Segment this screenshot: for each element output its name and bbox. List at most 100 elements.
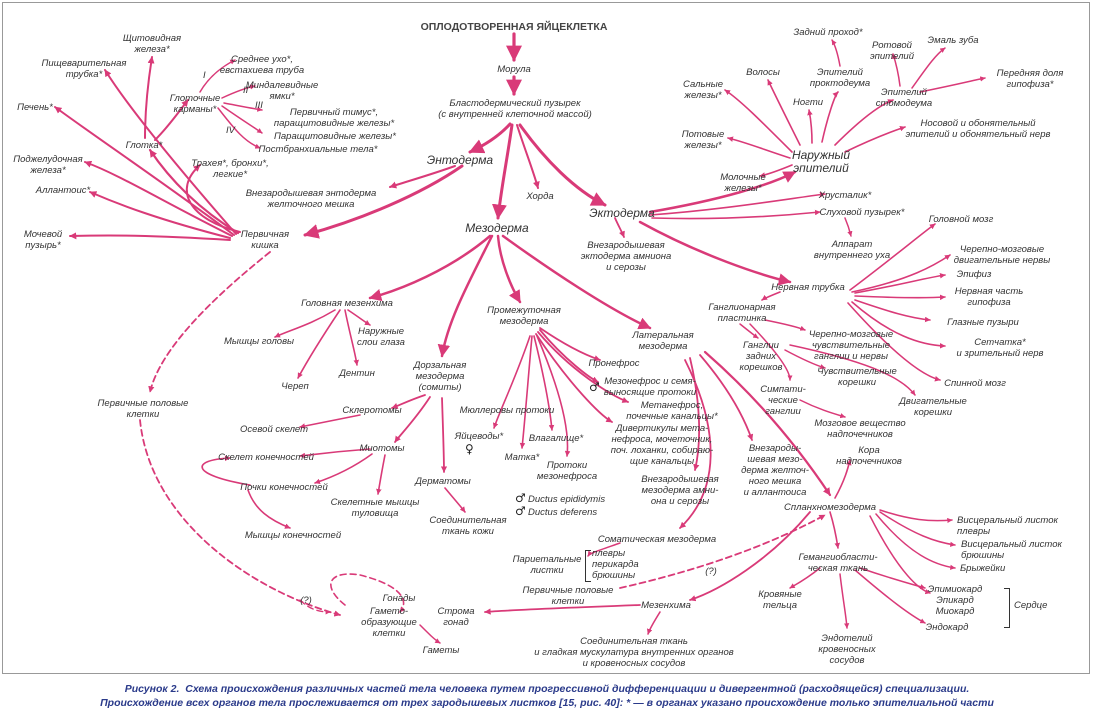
node-endothelium: Эндотелий кровеносных сосудов bbox=[818, 633, 876, 666]
edge-stomod-oral bbox=[892, 53, 901, 87]
node-connective-tissue: Соединительная ткань и гладкая мускулату… bbox=[534, 636, 734, 669]
edge-gut-bladder bbox=[69, 232, 231, 241]
node-retina: Сетчатка* и зрительный нерв bbox=[956, 337, 1044, 359]
edge-q-loop-dashed bbox=[330, 573, 406, 613]
node-mesenchyme: Мезенхима bbox=[641, 600, 691, 611]
edge-blasto-mesoderm bbox=[491, 123, 514, 220]
node-outer-epithelium: Наружный эпителий bbox=[791, 148, 851, 175]
edge-pouch-parathy bbox=[221, 105, 263, 134]
female-symbol-oviducts: ♀ bbox=[465, 442, 474, 456]
node-zygote: ОПЛОДОТВОРЕННАЯ ЯЙЦЕКЛЕТКА bbox=[420, 21, 608, 33]
edge-somatic-parietal bbox=[587, 542, 621, 557]
node-medulla: Мозговое вещество надпочечников bbox=[814, 418, 906, 440]
edge-neural-cranial bbox=[851, 254, 951, 293]
node-dermis: Соединительная ткань кожи bbox=[429, 515, 507, 537]
edge-limbbuds-limbmus bbox=[247, 489, 291, 529]
node-splanchnomesoderm: Спланхномезодерма bbox=[783, 502, 877, 513]
node-vagina: Влагалище* bbox=[528, 433, 584, 444]
edge-inter-metaneph bbox=[537, 331, 629, 403]
node-parietal-layers: Париетальные листки bbox=[512, 554, 582, 576]
edge-splanch-hemang bbox=[829, 511, 841, 549]
edge-outer-procto bbox=[821, 91, 839, 143]
node-sebaceous: Сальные железы* bbox=[683, 79, 723, 101]
node-axial-skeleton: Осевой скелет bbox=[239, 424, 309, 435]
edge-pgc-bottom-dashed bbox=[619, 514, 826, 589]
edge-derm-dermis bbox=[444, 487, 466, 513]
edge-gut-pancreas bbox=[84, 160, 233, 237]
node-chorda: Хорда bbox=[526, 191, 554, 202]
roman-3: III bbox=[255, 100, 263, 111]
node-endoderm: Энтодерма bbox=[426, 153, 494, 167]
node-dentin: Дентин bbox=[339, 368, 375, 379]
node-nails: Ногти bbox=[792, 97, 824, 108]
node-pharynx: Глотка* bbox=[125, 140, 163, 151]
node-hair: Волосы bbox=[746, 67, 780, 78]
edge-gang-sympath bbox=[749, 323, 793, 381]
node-gonads: Гонады bbox=[382, 593, 416, 604]
edge-neural-eye bbox=[854, 299, 931, 323]
node-parathyroid: Паращитовидные железы* bbox=[274, 131, 396, 142]
edge-meso-headmes bbox=[368, 234, 492, 302]
edge-outer-sebac bbox=[724, 89, 793, 153]
node-hemangioblastic: Гемангиобласти- ческая ткань bbox=[798, 552, 878, 574]
node-mullerian: Мюллеровы протоки bbox=[459, 405, 555, 416]
node-myotomes: Миотомы bbox=[359, 443, 405, 454]
q-right: (?) bbox=[705, 566, 717, 577]
node-postbranchial: Постбранхиальные тела* bbox=[258, 144, 378, 155]
node-gonad-stroma: Строма гонад bbox=[437, 606, 475, 628]
edge-neural-brain bbox=[849, 223, 936, 291]
edge-gut-pgc-dashed bbox=[148, 251, 271, 393]
node-cortex: Кора надпочечников bbox=[836, 445, 902, 467]
node-anus: Задний проход* bbox=[793, 27, 863, 38]
edge-endo-yolk bbox=[389, 165, 456, 189]
node-trachea: Трахея*, бронхи*, легкие* bbox=[191, 158, 269, 180]
node-bladder: Мочевой пузырь* bbox=[23, 229, 63, 251]
edge-blasto-chorda bbox=[516, 124, 540, 189]
edge-pharynx-pouches bbox=[154, 99, 189, 141]
node-ectoderm: Эктодерма bbox=[589, 206, 655, 220]
edge-endo-gut bbox=[303, 164, 464, 239]
heart-bracket bbox=[1004, 588, 1010, 628]
node-cranial-nerves: Черепно-мозговые двигательные нервы bbox=[953, 244, 1051, 266]
edge-splanch-vperit bbox=[879, 511, 956, 547]
edge-hemang-blood bbox=[789, 567, 821, 589]
node-gametes: Гаметы bbox=[422, 645, 460, 656]
node-lens: Хрусталик* bbox=[818, 190, 872, 201]
node-uterus: Матка* bbox=[504, 452, 540, 463]
male-symbol-mesonephros: ♂ bbox=[589, 380, 600, 394]
edge-sympath-medulla bbox=[799, 399, 846, 419]
node-ex-ectoderm: Внезародышевая эктодерма амниона и сероз… bbox=[580, 240, 672, 273]
node-mesoderm: Мезодерма bbox=[465, 221, 529, 235]
edge-pharynx-thyroid bbox=[144, 56, 155, 139]
edge-splanch-mesench bbox=[689, 511, 811, 602]
node-heart: Сердце bbox=[1014, 600, 1048, 611]
node-mesentery: Брыжейки bbox=[960, 563, 1006, 574]
q-left: (?) bbox=[300, 595, 312, 606]
edge-lat-somatic bbox=[679, 359, 712, 529]
edge-gut-trachea bbox=[185, 164, 241, 233]
node-yolk-endoderm: Внезародышевая энтодерма желточного мешк… bbox=[245, 188, 377, 210]
roman-4: IV bbox=[226, 125, 235, 136]
node-eye-vesicles: Глазные пузыри bbox=[947, 317, 1019, 328]
edge-gut-allantois bbox=[89, 191, 231, 239]
edge-dorsal-myo bbox=[394, 396, 431, 443]
edge-lat-exyolk bbox=[699, 354, 754, 441]
node-head-mesenchyme: Головная мезенхима bbox=[301, 298, 393, 309]
edge-ecto-lens bbox=[649, 191, 826, 216]
node-allantois: Аллантоис* bbox=[35, 185, 91, 196]
edge-neural-ganglionic bbox=[761, 291, 781, 301]
edge-pouch-middleear bbox=[199, 59, 236, 93]
node-morula: Морула bbox=[497, 64, 531, 75]
edge-pgc-gameto-dashed bbox=[139, 419, 341, 617]
edge-outer-nails bbox=[807, 109, 813, 144]
node-blastocyst: Бластодермический пузырек (с внутренней … bbox=[438, 98, 592, 120]
node-pgc-bottom: Первичные половые клетки bbox=[522, 585, 614, 607]
edge-ecto-neural bbox=[638, 220, 792, 286]
node-thyroid: Щитовидная железа* bbox=[122, 33, 182, 55]
edge-outer-mammary bbox=[759, 164, 793, 178]
node-neural-tube: Нервная трубка bbox=[771, 282, 845, 293]
node-pancreas: Поджелудочная железа* bbox=[13, 154, 83, 176]
edge-headmes-muscles bbox=[274, 309, 336, 338]
node-mammary: Молочные железы* bbox=[720, 172, 766, 194]
